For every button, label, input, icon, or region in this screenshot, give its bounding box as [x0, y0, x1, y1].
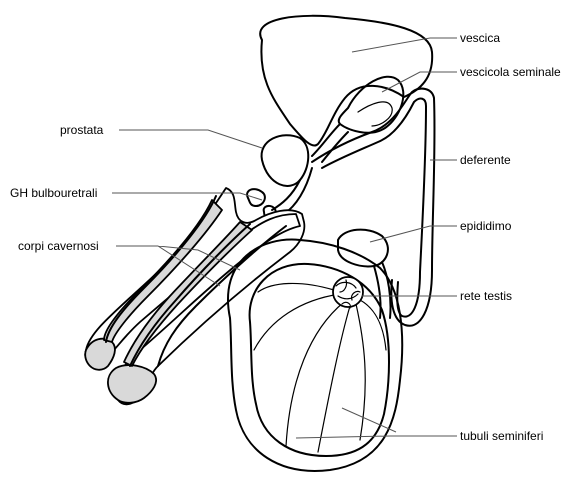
- bulbourethral-gland: [247, 189, 265, 206]
- label-deferente: deferente: [460, 153, 511, 167]
- glans-shading-2: [108, 365, 156, 403]
- prostate-shape: [262, 135, 309, 186]
- label-gh-bulbouretrali: GH bulbouretrali: [10, 186, 97, 200]
- bladder-shape: [260, 16, 432, 146]
- label-corpi-cavernosi: corpi cavernosi: [18, 239, 99, 253]
- glans-shading: [85, 339, 115, 370]
- label-vescica: vescica: [460, 31, 500, 45]
- tubule-line-6: [360, 300, 386, 350]
- urethra-upper: [272, 168, 312, 214]
- tubule-line-4: [356, 304, 365, 440]
- label-epididimo: epididimo: [460, 219, 512, 233]
- tubule-line-5: [258, 283, 334, 292]
- leader-vescica: [352, 38, 457, 52]
- label-tubuli-seminiferi: tubuli seminiferi: [460, 429, 543, 443]
- tubule-line-3: [318, 306, 350, 452]
- tubule-line-2: [286, 302, 344, 446]
- leader-epididimo: [370, 226, 457, 242]
- ejaculatory-duct: [312, 124, 348, 162]
- leader-gh-bulbouretrali: [112, 193, 262, 200]
- label-vescicola-seminale: vescicola seminale: [460, 65, 561, 79]
- rete-testis-cluster: [333, 277, 363, 308]
- testis-shape: [250, 264, 389, 456]
- label-prostata: prostata: [60, 123, 104, 137]
- label-rete-testis: rete testis: [460, 289, 512, 303]
- tubule-line-1: [254, 294, 340, 350]
- epididymis-shape: [338, 230, 388, 267]
- leader-prostata: [119, 130, 262, 148]
